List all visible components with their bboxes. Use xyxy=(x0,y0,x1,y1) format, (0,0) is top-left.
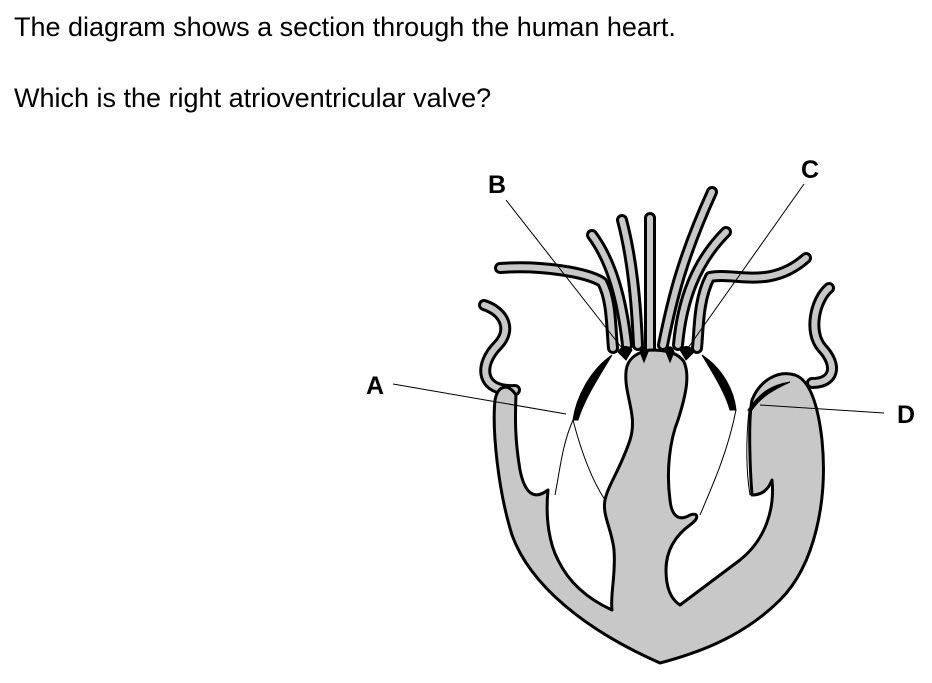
leader-lines xyxy=(392,183,885,415)
leader-line-b xyxy=(505,199,626,353)
label-a: A xyxy=(366,372,384,400)
leader-line-d xyxy=(759,404,885,414)
pulmonary-valve-leaflet-right xyxy=(639,346,649,364)
label-b: B xyxy=(488,171,506,199)
heart-wall xyxy=(492,348,825,665)
right-av-valve-leaflet xyxy=(572,354,613,421)
great-vessels xyxy=(478,186,838,397)
valve-leaflets xyxy=(572,346,791,421)
left-av-valve-leaflet-outer xyxy=(747,381,791,411)
label-d: D xyxy=(897,401,915,429)
leader-line-c xyxy=(687,183,805,349)
question-stem: The diagram shows a section through the … xyxy=(14,12,676,42)
leader-line-a xyxy=(392,383,567,415)
label-c: C xyxy=(801,156,819,184)
chordae-tendineae xyxy=(554,409,751,516)
pulmonary-valve-leaflet-left xyxy=(617,346,633,361)
aortic-valve-leaflet-left xyxy=(665,346,675,364)
left-av-valve-leaflet-inner xyxy=(701,354,737,411)
question-prompt: Which is the right atrioventricular valv… xyxy=(14,83,492,113)
